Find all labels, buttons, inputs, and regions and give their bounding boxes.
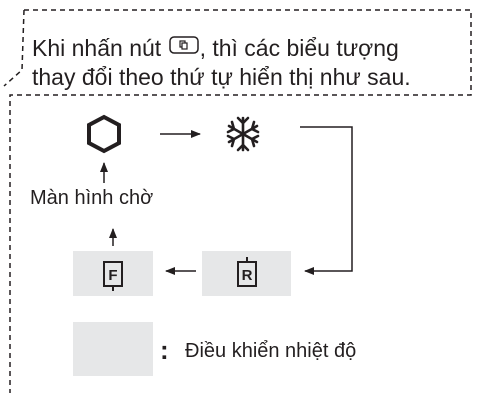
standby-label: Màn hình chờ	[30, 187, 154, 209]
snowflake-icon	[226, 116, 260, 152]
button-icon	[168, 36, 199, 54]
legend-colon: :	[160, 335, 169, 365]
freezer-letter: F	[108, 267, 117, 284]
instruction-before-icon: Khi nhấn nút	[32, 35, 162, 61]
instruction-after-icon: , thì các biểu tượng	[199, 35, 399, 61]
freezer-icon	[103, 261, 123, 291]
connector-to-fridge	[300, 126, 353, 275]
legend-swatch	[73, 322, 153, 376]
fridge-letter: R	[242, 267, 253, 284]
legend-text: Điều khiển nhiệt độ	[185, 340, 357, 362]
instruction-line-1: Khi nhấn nút , thì các biểu tượng	[32, 34, 472, 63]
dashed-border	[9, 9, 472, 393]
instruction-text: Khi nhấn nút , thì các biểu tượng thay đ…	[32, 34, 472, 92]
fridge-icon	[237, 257, 257, 287]
instruction-line-2: thay đổi theo thứ tự hiển thị như sau.	[32, 64, 411, 90]
hexagon-icon	[87, 114, 121, 154]
dashed-corner	[3, 9, 25, 87]
